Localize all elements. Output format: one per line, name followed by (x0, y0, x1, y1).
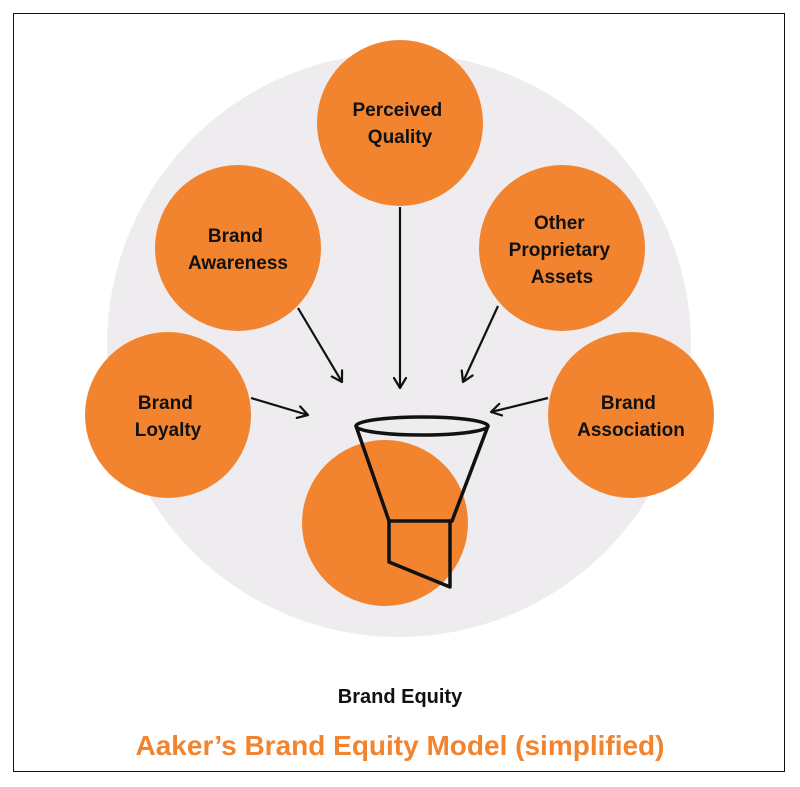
label-brand-awareness: Brand Awareness (188, 226, 288, 274)
arrow-brand-association (491, 396, 549, 412)
label-brand-loyalty: Brand Loyalty (135, 393, 202, 441)
node-perceived-quality (317, 40, 483, 206)
brand-equity-label: Brand Equity (337, 686, 463, 708)
arrow-brand-loyalty (250, 396, 308, 415)
node-brand-awareness (155, 165, 321, 331)
node-brand-equity (302, 440, 468, 606)
arrow-brand-awareness (297, 307, 342, 382)
label-other-proprietary-assets: Other Proprietary Assets (509, 213, 616, 288)
node-other-proprietary-assets (479, 165, 645, 331)
diagram-title: Aaker’s Brand Equity Model (simplified) (135, 730, 665, 761)
funnel-icon (354, 415, 490, 589)
arrow-other-proprietary-assets (463, 305, 499, 382)
node-brand-loyalty (85, 332, 251, 498)
label-perceived-quality: Perceived Quality (352, 100, 447, 148)
node-brand-association (548, 332, 714, 498)
label-brand-association: Brand Association (577, 393, 685, 441)
